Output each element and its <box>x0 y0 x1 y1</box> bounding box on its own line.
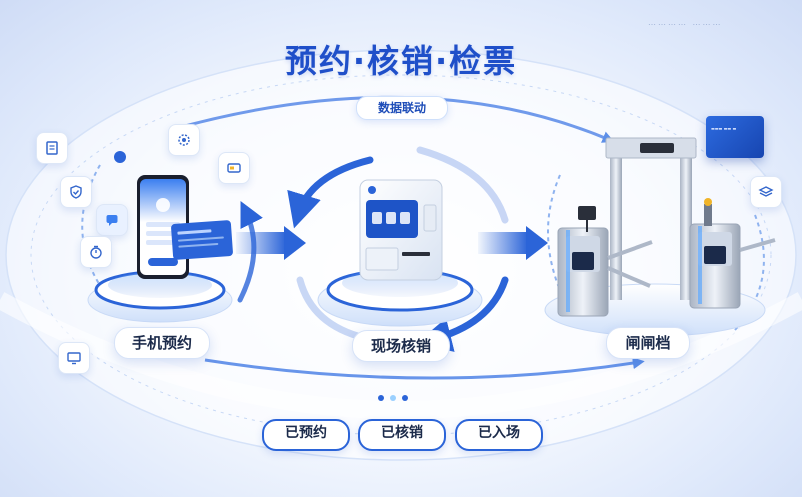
dot <box>378 395 384 401</box>
info-card-lines: ▬▬▬ ▬▬ ▬ <box>711 126 737 131</box>
turnstile-gate <box>557 137 776 317</box>
status-pill-verified: 已核销 <box>358 419 446 451</box>
gear-icon <box>168 124 200 156</box>
layers-icon <box>750 176 782 208</box>
stage-label-onsite-verify: 现场核销 <box>352 330 450 362</box>
receipt-icon <box>36 132 68 164</box>
status-pill-entered: 已入场 <box>455 419 543 451</box>
dot <box>402 395 408 401</box>
stage-label-gate: 闸闸档 <box>606 327 690 359</box>
ticket-card <box>171 220 233 260</box>
chat-icon <box>96 204 128 236</box>
shield-check-icon <box>60 176 92 208</box>
data-link-badge: 数据联动 <box>356 96 448 120</box>
stage-label-mobile-booking: 手机预约 <box>114 327 210 359</box>
monitor-icon <box>58 342 90 374</box>
header-tagline: ………… ……… <box>648 18 723 27</box>
page-title: 预约·核销·检票 <box>284 42 518 80</box>
status-pill-booked: 已预约 <box>262 419 350 451</box>
timer-icon <box>80 236 112 268</box>
kiosk-device <box>359 179 443 281</box>
pagination-dots <box>378 395 408 401</box>
info-panel-card: ▬▬▬ ▬▬ ▬ <box>706 116 764 158</box>
dot-active <box>390 395 396 401</box>
ticket-icon <box>218 152 250 184</box>
